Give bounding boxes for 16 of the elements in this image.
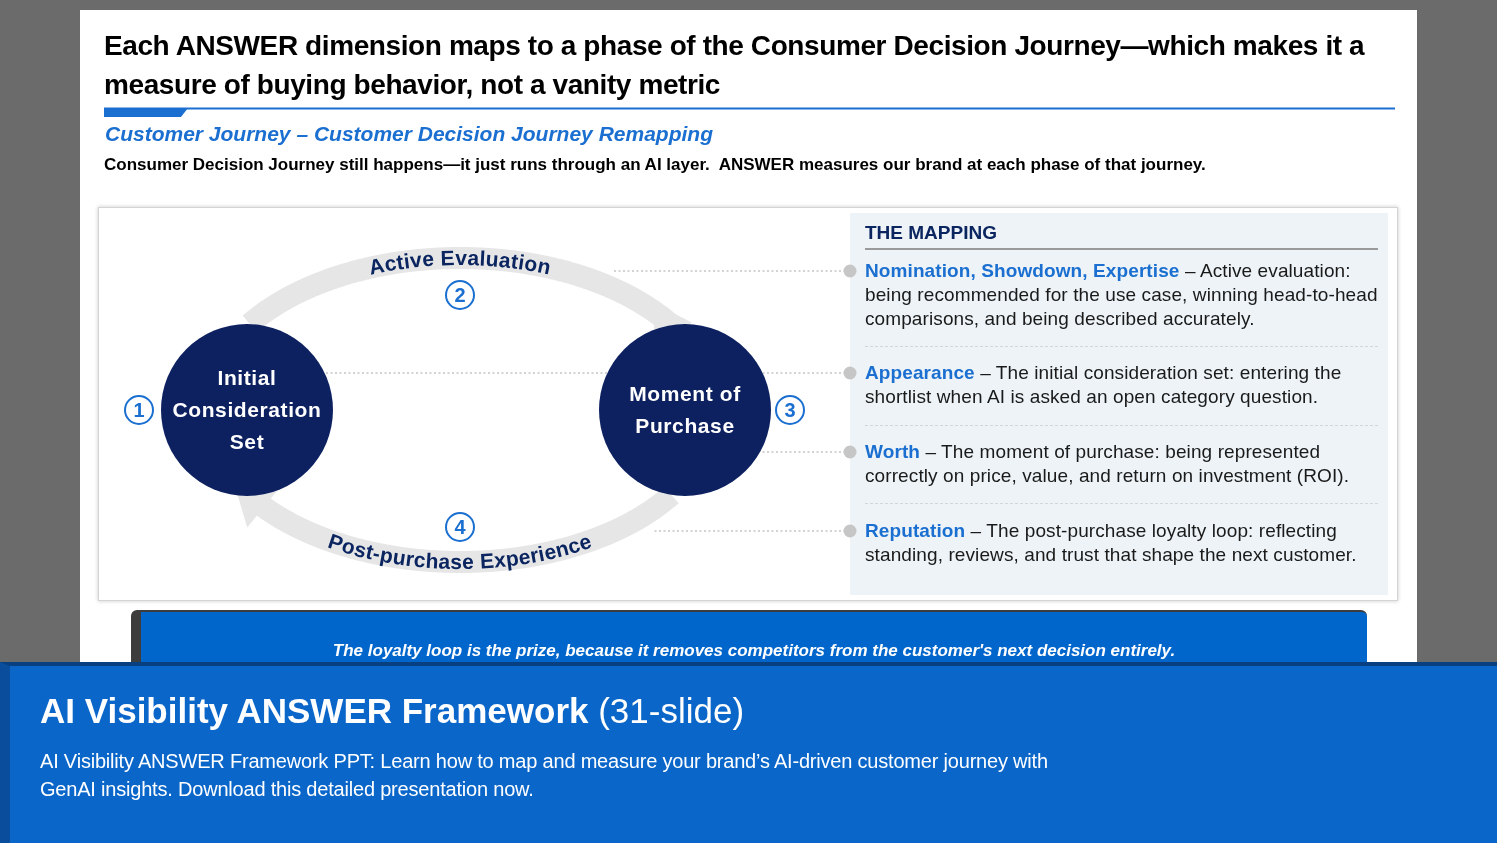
footer-title: AI Visibility ANSWER Framework (31-slide)	[40, 690, 745, 732]
leader-line	[324, 366, 857, 380]
slide-title: Each ANSWER dimension maps to a phase of the Consumer Decision Journey—which makes it a measure of buying behavior, not a vanity metric	[104, 29, 1366, 102]
callout-banner: The loyalty loop is the prize, because it removes competitors from the customer's next decision entirely.	[131, 610, 1367, 662]
mapping-text: Worth – The moment of purchase: being represented correctly on price, value, and return on investment (ROI).	[850, 440, 1380, 488]
mapping-panel	[850, 213, 1388, 595]
panel-heading: THE MAPPING	[865, 222, 1378, 250]
leader-line	[611, 264, 857, 278]
mapping-text: Appearance – The initial consideration set: entering the shortlist when AI is asked an open category question.	[850, 361, 1380, 409]
edge-label: Active Evaluation	[366, 245, 554, 279]
footer-description: AI Visibility ANSWER Framework PPT: Learn how to map and measure your brand’s AI-driven customer journey with GenAI insights. Download this detailed presentation now.	[40, 749, 1049, 802]
mapping-text: Reputation – The post-purchase loyalty loop: reflecting standing, reviews, and trust that shape the next customer.	[850, 519, 1380, 567]
intro-text: Consumer Decision Journey still happens—it just runs through an AI layer. ANSWER measures our brand at each phase of that journey.	[104, 154, 1207, 176]
footer-band	[0, 662, 1497, 843]
section-subtitle: Customer Journey – Customer Decision Journey Remapping	[105, 122, 714, 146]
mapping-text: Nomination, Showdown, Expertise – Active evaluation: being recommended for the use case, winning head-to-head comparisons, and being described accurately.	[850, 259, 1380, 331]
